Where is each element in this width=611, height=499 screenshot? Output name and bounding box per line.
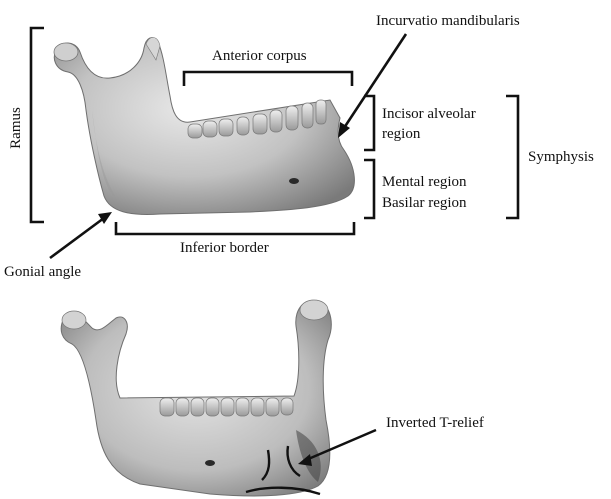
gonial-angle-arrow: [50, 218, 104, 258]
mental-foramen-frontal: [205, 460, 215, 466]
frontal-teeth: [160, 398, 293, 416]
symphysis-bracket: [506, 96, 518, 218]
gonial-angle-label: Gonial angle: [4, 262, 81, 282]
mandible-lateral-view: [54, 37, 354, 214]
basilar-region-label: Basilar region: [382, 193, 467, 213]
incisor-alveolar-label-line2: region: [382, 124, 420, 144]
mental-foramen: [289, 178, 299, 184]
inferior-border-label: Inferior border: [180, 238, 269, 258]
mental-basilar-bracket: [364, 160, 374, 218]
symphysis-label: Symphysis: [528, 147, 594, 167]
incurvatio-label: Incurvatio mandibularis: [376, 11, 520, 31]
anterior-corpus-bracket: [184, 72, 352, 86]
inverted-t-relief-label: Inverted T-relief: [386, 413, 484, 433]
incisor-alveolar-label-line1: Incisor alveolar: [382, 104, 476, 124]
ramus-label: Ramus: [6, 107, 26, 149]
inferior-border-bracket: [116, 222, 354, 234]
incurvatio-arrowhead: [338, 122, 350, 138]
mental-region-label: Mental region: [382, 172, 467, 192]
anterior-corpus-label: Anterior corpus: [212, 46, 307, 66]
incisor-alveolar-bracket: [364, 96, 374, 150]
ramus-bracket: [31, 28, 44, 222]
